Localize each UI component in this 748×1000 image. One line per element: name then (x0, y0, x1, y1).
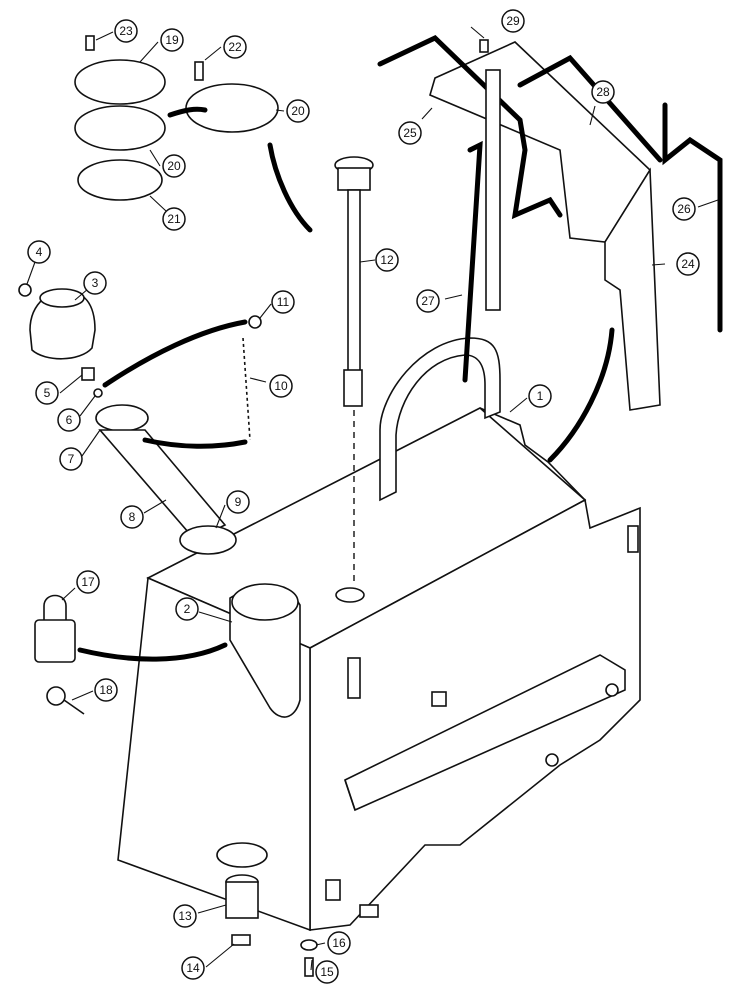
callout-20-right: 20 (286, 99, 310, 123)
callout-7: 7 (59, 447, 83, 471)
callout-label: 17 (81, 575, 95, 589)
callout-29: 29 (501, 9, 525, 33)
callout-10: 10 (269, 374, 293, 398)
filler-cap (18, 283, 103, 398)
callout-label: 24 (681, 257, 695, 271)
tank-handle (379, 337, 501, 502)
callout-label: 18 (99, 683, 113, 697)
fuel-sender (334, 156, 374, 585)
callout-label: 1 (537, 389, 544, 403)
callout-22: 22 (223, 35, 247, 59)
callout-20-left: 20 (162, 154, 186, 178)
callout-26: 26 (672, 197, 696, 221)
callout-12: 12 (375, 248, 399, 272)
callout-label: 28 (596, 85, 610, 99)
callout-17: 17 (76, 570, 100, 594)
callout-23: 23 (114, 19, 138, 43)
callout-label: 20 (167, 159, 181, 173)
filler-tube (95, 404, 237, 555)
callout-label: 12 (380, 253, 394, 267)
assembly-arrows (77, 106, 615, 662)
callout-27: 27 (416, 289, 440, 313)
callout-11: 11 (271, 290, 295, 314)
cover-plates (74, 35, 279, 201)
callout-label: 13 (178, 909, 192, 923)
callout-21: 21 (162, 207, 186, 231)
padlock (34, 594, 85, 715)
callout-18: 18 (94, 678, 118, 702)
callout-4: 4 (27, 240, 51, 264)
callout-label: 29 (506, 14, 520, 28)
callout-1: 1 (528, 384, 552, 408)
callout-25: 25 (398, 121, 422, 145)
callout-label: 25 (403, 126, 417, 140)
callout-label: 5 (44, 386, 51, 400)
leader-lines (26, 26, 719, 971)
drain-plug (225, 874, 318, 977)
callout-24: 24 (676, 252, 700, 276)
callout-label: 19 (165, 33, 179, 47)
callout-13: 13 (173, 904, 197, 928)
fuel-tank (117, 407, 641, 932)
callout-label: 16 (332, 936, 346, 950)
callout-6: 6 (57, 408, 81, 432)
callout-label: 4 (36, 245, 43, 259)
callout-28: 28 (591, 80, 615, 104)
bracket-and-seals (377, 35, 723, 411)
callout-label: 6 (66, 413, 73, 427)
callout-label: 22 (228, 40, 242, 54)
callout-label: 10 (274, 379, 288, 393)
callout-label: 2 (184, 602, 191, 616)
callout-label: 9 (235, 495, 242, 509)
callout-15: 15 (315, 960, 339, 984)
callout-2: 2 (175, 597, 199, 621)
callout-14: 14 (181, 956, 205, 980)
callout-label: 20 (291, 104, 305, 118)
callout-label: 23 (119, 24, 133, 38)
callout-9: 9 (226, 490, 250, 514)
callout-5: 5 (35, 381, 59, 405)
callout-label: 14 (186, 961, 200, 975)
callout-8: 8 (120, 505, 144, 529)
callout-label: 26 (677, 202, 691, 216)
callout-label: 3 (92, 276, 99, 290)
callout-label: 21 (167, 212, 181, 226)
callout-label: 8 (129, 510, 136, 524)
callout-3: 3 (83, 271, 107, 295)
callout-label: 27 (421, 294, 435, 308)
callout-16: 16 (327, 931, 351, 955)
callout-label: 15 (320, 965, 334, 979)
callout-label: 7 (68, 452, 75, 466)
chain (242, 315, 262, 441)
callout-19: 19 (160, 28, 184, 52)
callout-label: 11 (277, 295, 290, 309)
